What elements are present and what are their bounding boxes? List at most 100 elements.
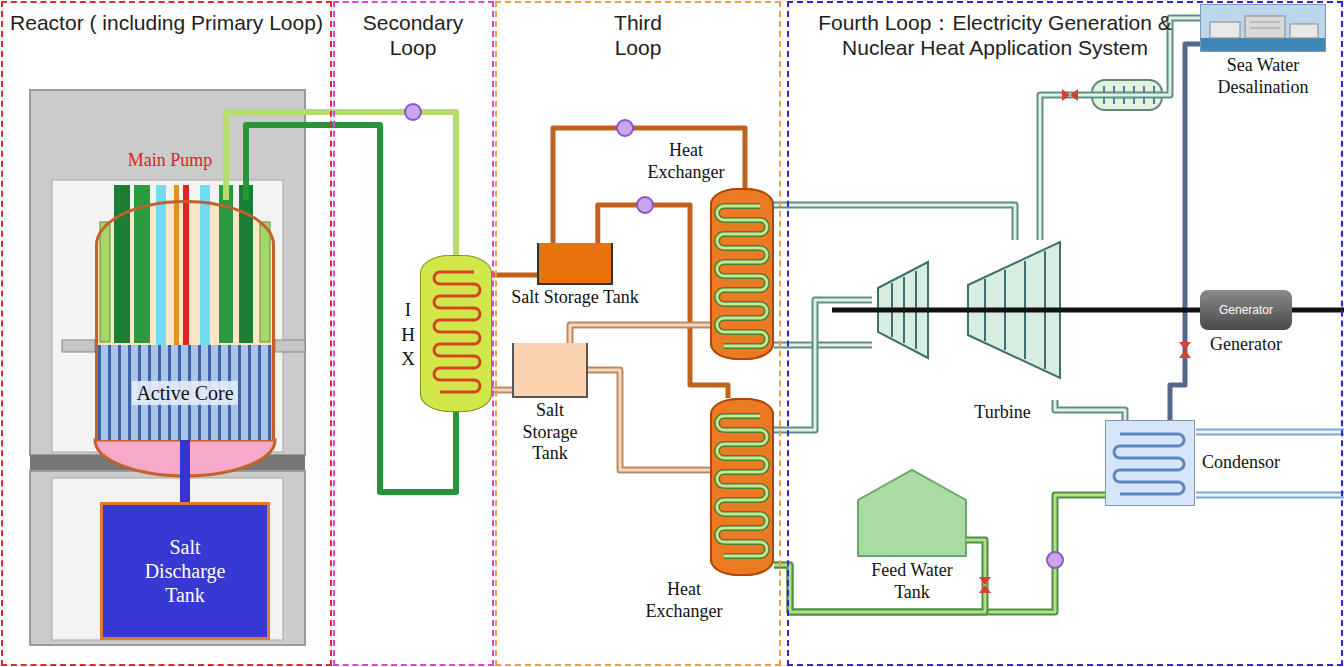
pipe-outline	[570, 325, 710, 343]
core-label: Active Core	[132, 381, 237, 405]
text-slot: Sea Water Desalination	[1200, 55, 1326, 98]
text-slot: Reactor ( including Primary Loop)	[6, 10, 327, 35]
text-slot: Salt Storage Tank	[490, 287, 660, 309]
desalination-picture-rect	[1200, 38, 1326, 52]
loop-region: Reactor ( including Primary Loop) Main Pu…	[1, 1, 332, 666]
reactor-vessel: Main PumpActive Core	[95, 200, 275, 440]
heat-exchanger: Heat Exchanger	[710, 398, 774, 576]
reactor-building	[30, 90, 305, 645]
ihx-body-rect	[420, 255, 492, 412]
text-slot: Salt Discharge Tank	[103, 505, 267, 637]
pipe-outline	[588, 370, 710, 470]
pipe-connector	[1064, 310, 1200, 311]
reactor-building-rect	[30, 90, 305, 455]
pipe-connector	[246, 125, 456, 492]
pipe-connector	[1055, 400, 1125, 420]
pump-symbol-circle	[617, 120, 633, 136]
pipe-outline	[774, 495, 1105, 612]
vessel-internals-rect	[275, 340, 305, 352]
vessel-internals-rect	[174, 185, 179, 345]
vessel-internals-rect	[183, 185, 189, 345]
pipe-core	[1055, 400, 1125, 420]
part-label: Turbine	[965, 402, 1040, 424]
vessel-internals-rect	[100, 222, 110, 342]
valve-symbol-polygon	[1062, 89, 1078, 101]
pipe-outline	[1055, 400, 1125, 420]
vessel-internals-rect	[260, 222, 270, 342]
core-box: Active Core	[98, 345, 272, 440]
pipe-line	[180, 440, 190, 502]
pipe-line	[246, 125, 456, 492]
part-label: I H X	[399, 298, 418, 372]
reactor-building-rect	[52, 180, 283, 452]
pipe-connector	[1170, 44, 1200, 420]
text-slot: Main Pump	[118, 150, 222, 172]
pipe-connector	[553, 128, 745, 243]
turbine-unit: Turbine	[872, 240, 1064, 400]
vessel-internals-rect	[62, 340, 95, 352]
generator-plate-text: Generator	[1219, 303, 1273, 317]
pipe-outline	[774, 540, 985, 612]
vessel-internals-rect	[114, 185, 130, 343]
heat-exchanger-body-use	[717, 206, 767, 346]
text-slot: Feed Water Tank	[853, 560, 971, 603]
pump-symbol-circle	[1047, 552, 1063, 568]
pump-symbol-circle	[405, 104, 421, 120]
text-slot: Salt Storage Tank	[515, 400, 585, 465]
heat-exchanger: Heat Exchanger	[710, 188, 774, 360]
vessel-internals-rect	[156, 185, 166, 345]
turbine-drawing	[832, 242, 1344, 378]
pipe-connector	[570, 325, 710, 343]
cooling-water-pipe-path	[1196, 432, 1344, 495]
part-label: Salt Storage Tank	[515, 400, 585, 465]
region-title: Secondary Loop	[353, 10, 473, 60]
generator-box: GeneratorGenerator	[1200, 290, 1292, 330]
desalination-plant: Sea Water Desalination	[1200, 4, 1326, 52]
text-slot: Third Loop	[598, 10, 678, 60]
salt-tank: Salt Storage Tank	[512, 343, 588, 398]
desalination-picture-rect	[1210, 22, 1240, 38]
desalination-picture-rect	[1245, 16, 1285, 38]
feed-water-tank-shape	[858, 470, 966, 556]
desalination-picture-line	[1250, 28, 1280, 29]
region-title: Third Loop	[598, 10, 678, 60]
reactor-building-rect	[30, 471, 305, 645]
pump-symbol-circle	[637, 197, 653, 213]
pipe-outline	[774, 205, 1015, 240]
turbine-drawing-line	[832, 308, 1064, 313]
turbine-drawing-line	[1292, 308, 1344, 313]
pump-symbol	[405, 104, 1063, 568]
text-slot: Heat Exchanger	[642, 140, 730, 183]
desalination-picture-rect	[1290, 24, 1318, 38]
pipe-connector	[774, 495, 1105, 612]
vessel-internals-rect	[219, 185, 233, 343]
text-slot: Secondary Loop	[353, 10, 473, 60]
loop-region: Secondary Loop I H X	[333, 1, 494, 666]
vessel-internals	[62, 185, 305, 476]
pipe-line	[1170, 44, 1200, 420]
valve-symbol	[979, 89, 1191, 593]
feed-water-tank-shape-path	[858, 470, 966, 556]
part-label: Sea Water Desalination	[1200, 55, 1326, 98]
part-label: Salt Storage Tank	[490, 287, 660, 309]
heat-exchanger-body-use	[717, 206, 767, 346]
loop-region: Fourth Loop：Electricity Generation & Nuc…	[787, 1, 1343, 666]
desalination-picture-rect	[1200, 4, 1326, 52]
condensor-body-rect	[1105, 420, 1195, 506]
ihx-body-path	[434, 272, 480, 392]
pipe-line	[1064, 308, 1200, 313]
pipe-connector	[774, 205, 1015, 240]
condensor-body	[1105, 420, 1195, 506]
text-slot: Condensor	[1202, 452, 1312, 474]
part-label: Heat Exchanger	[640, 579, 728, 622]
cooling-water-pipe-path	[1196, 432, 1344, 495]
part-label: Main Pump	[118, 150, 222, 172]
pipe-connector	[774, 540, 985, 612]
salt-tank: Salt Storage Tank	[537, 243, 613, 285]
region-title: Reactor ( including Primary Loop)	[6, 10, 327, 35]
cooling-water-pipe	[1196, 432, 1344, 495]
pipe-connector	[185, 440, 186, 502]
text-slot: Turbine	[965, 402, 1040, 424]
